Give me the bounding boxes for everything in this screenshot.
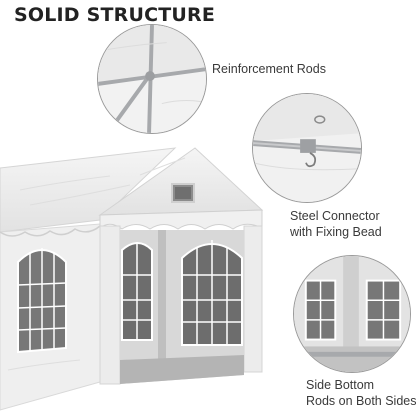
page-title: SOLID STRUCTURE xyxy=(14,4,216,26)
callout-side-bottom-rods: Side Bottom Rods on Both Sides xyxy=(306,378,416,409)
detail-circle-side-bottom-rods xyxy=(293,255,411,373)
reinforcement-rods-detail-image xyxy=(98,25,206,133)
detail-circle-steel-connector xyxy=(252,93,362,203)
callout-line: with Fixing Bead xyxy=(290,224,382,239)
interior-back-windows xyxy=(121,242,243,346)
detail-circle-reinforcement-rods xyxy=(97,24,207,134)
callout-steel-connector: Steel Connector with Fixing Bead xyxy=(290,209,382,240)
callout-line: Side Bottom xyxy=(306,378,375,392)
callout-line: Steel Connector xyxy=(290,209,380,223)
callout-line: Reinforcement Rods xyxy=(212,62,326,76)
side-bottom-rods-detail-image xyxy=(294,256,410,372)
side-window xyxy=(17,248,67,354)
callout-reinforcement-rods: Reinforcement Rods xyxy=(212,62,326,78)
steel-connector-detail-image xyxy=(253,94,361,202)
callout-line: Rods on Both Sides xyxy=(306,393,416,408)
